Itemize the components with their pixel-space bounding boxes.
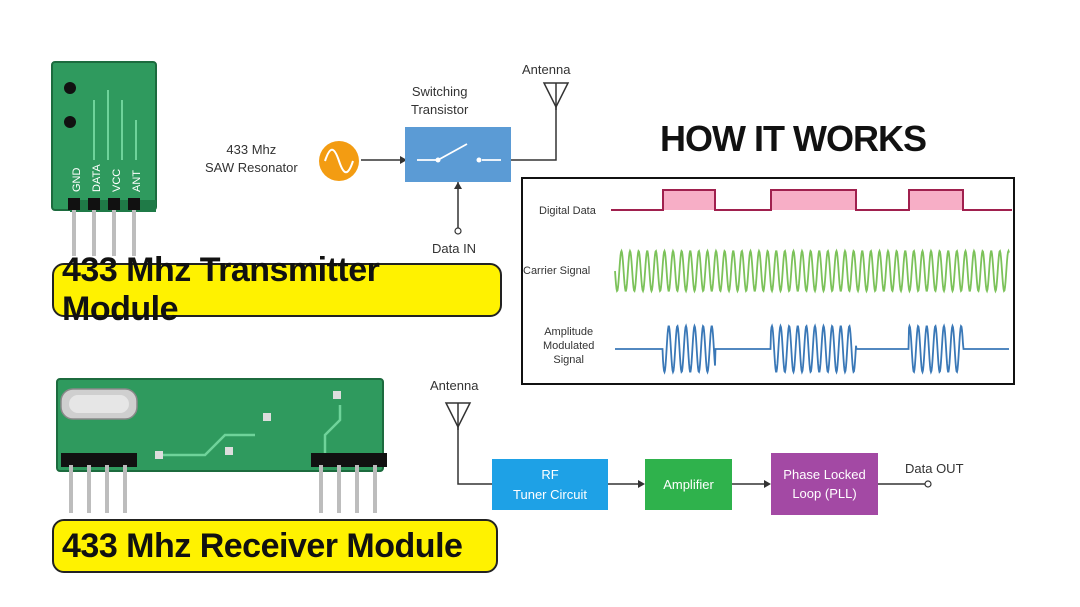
pll-label-line1: Phase Locked bbox=[783, 466, 866, 482]
digital-data-wave bbox=[611, 189, 1012, 211]
carrier-signal-label: Carrier Signal bbox=[523, 265, 591, 277]
am-label-line1: Amplitude bbox=[544, 326, 594, 338]
am-label-line3: Signal bbox=[553, 353, 584, 366]
antenna-icon bbox=[542, 82, 570, 110]
switch-label-line1: Switching bbox=[411, 84, 468, 99]
digital-data-label: Digital Data bbox=[539, 205, 596, 217]
amplifier-block: Amplifier bbox=[645, 459, 732, 510]
pll-block: Phase Locked Loop (PLL) bbox=[771, 453, 878, 515]
receiver-antenna-label: Antenna bbox=[430, 378, 479, 393]
pll-label-line2: Loop (PLL) bbox=[792, 486, 857, 501]
transmitter-module-image: GND DATA VCC ANT bbox=[51, 61, 157, 256]
am-signal-label: Amplitude Modulated Signal bbox=[543, 326, 594, 367]
data-out-label: Data OUT bbox=[905, 461, 964, 476]
antenna-icon bbox=[444, 402, 472, 430]
rf-label-line2: Tuner Circuit bbox=[513, 486, 587, 502]
data-in-label: Data IN bbox=[432, 241, 477, 256]
switch-icon bbox=[417, 143, 501, 163]
transmitter-banner: 433 Mhz Transmitter Module bbox=[52, 251, 502, 328]
amplifier-label: Amplifier bbox=[663, 476, 714, 492]
resonator-label-line1: 433 Mhz bbox=[226, 142, 277, 157]
resonator-icon bbox=[319, 141, 359, 181]
rf-tuner-block: RF Tuner Circuit bbox=[492, 459, 608, 510]
resonator-label-line2: SAW Resonator bbox=[205, 159, 298, 175]
receiver-banner-text: 433 Mhz Receiver Module bbox=[62, 526, 463, 565]
resonator-label: 433 Mhz SAW Resonator bbox=[205, 141, 298, 176]
receiver-module-image bbox=[56, 378, 387, 513]
pin-label-gnd: GND bbox=[71, 168, 83, 193]
am-wave bbox=[615, 323, 1009, 375]
switching-transistor-block bbox=[405, 127, 511, 182]
switch-label-line2: Transistor bbox=[411, 101, 469, 117]
carrier-wave bbox=[614, 248, 1010, 294]
pin-label-vcc: VCC bbox=[111, 169, 123, 192]
how-it-works-title: HOW IT WORKS bbox=[660, 118, 927, 159]
rf-label-line1: RF bbox=[541, 467, 559, 482]
switch-label: Switching Transistor bbox=[411, 83, 468, 118]
signal-waveform-panel: Digital Data Carrier Signal Amplitude Mo… bbox=[521, 177, 1015, 385]
waveforms bbox=[611, 189, 1012, 375]
am-label-line2: Modulated bbox=[543, 339, 595, 352]
receiver-banner: 433 Mhz Receiver Module bbox=[52, 519, 498, 573]
pin-label-data: DATA bbox=[91, 164, 103, 192]
transmitter-banner-text: 433 Mhz Transmitter Module bbox=[62, 251, 380, 328]
transmitter-antenna-label: Antenna bbox=[522, 62, 571, 77]
pin-label-ant: ANT bbox=[131, 170, 143, 192]
